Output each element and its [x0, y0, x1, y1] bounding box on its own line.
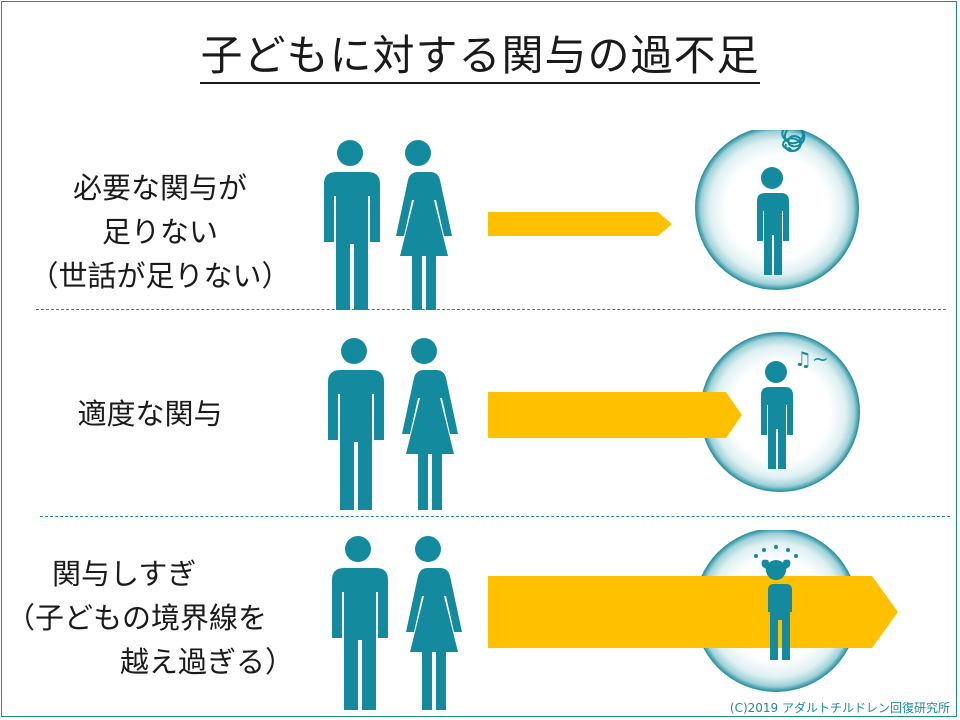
title: 子どもに対する関与の過不足	[0, 28, 960, 84]
child-icon	[757, 167, 789, 275]
arrow-medium	[488, 392, 742, 438]
parent-female-icon	[406, 536, 462, 710]
row2-label: 適度な関与	[20, 392, 280, 436]
parent-female-icon	[402, 338, 458, 510]
tangled-stress-icon	[781, 130, 806, 153]
child-icon	[761, 361, 793, 469]
row3-label-line3: 越え過ぎる）	[120, 645, 295, 679]
child-distressed-icon	[761, 559, 792, 660]
title-text: 子どもに対する関与の過不足	[200, 31, 760, 84]
row-divider-2	[40, 516, 950, 517]
arrow-short	[488, 212, 672, 236]
row1-label-line3: （世話が足りない）	[29, 259, 291, 293]
parent-male-icon	[328, 338, 384, 510]
row2-graphic: ♫~	[328, 332, 860, 510]
row1-label-line1: 必要な関与が	[72, 171, 247, 205]
row1-label: 必要な関与が 足りない （世話が足りない）	[20, 166, 300, 298]
parent-male-icon	[324, 140, 380, 310]
sweat-drops-icon	[754, 545, 798, 558]
row3-label-line2: （子どもの境界線を	[6, 601, 268, 635]
row-divider-1	[36, 309, 946, 310]
row3-label: 関与しすぎ （子どもの境界線を 越え過ぎる）	[0, 552, 320, 684]
parent-male-icon	[332, 536, 388, 710]
row1-graphic	[324, 130, 859, 310]
row2-label-line1: 適度な関与	[77, 397, 223, 431]
row3-label-line1: 関与しすぎ	[52, 557, 197, 591]
row3-graphic	[332, 530, 898, 710]
parent-female-icon	[396, 140, 452, 310]
row1-label-line2: 足りない	[101, 215, 218, 249]
music-note-icon: ♫~	[794, 347, 829, 371]
arrow-long	[488, 576, 898, 648]
copyright-credit: (C)2019 アダルトチルドレン回復研究所	[729, 701, 950, 715]
